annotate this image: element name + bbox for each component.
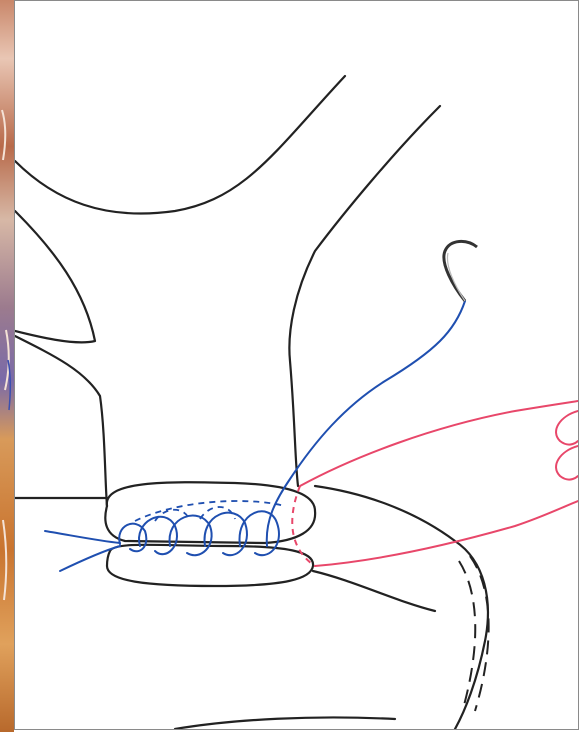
diagram-frame [14, 0, 579, 730]
red-suture-lower [315, 501, 578, 566]
red-suture-loop-2 [556, 446, 578, 480]
blue-suture-loop-2 [139, 517, 177, 554]
anastomosis-cuff-upper [105, 482, 315, 543]
vessel-outline-upper-branch [15, 76, 345, 214]
surgical-photo-texture [0, 0, 14, 732]
red-suture-loop-1 [556, 411, 578, 445]
surgical-photo-edge [0, 0, 14, 732]
vessel-outline-right-wall [289, 106, 440, 486]
vessel-outline-left-lobe-lower [15, 336, 107, 506]
anastomosis-diagram [15, 1, 578, 729]
vessel-outline-bottom [175, 717, 395, 729]
vessel-outline-large-right [315, 486, 488, 729]
blue-suture-to-needle [267, 301, 465, 546]
blue-suture-tail-lower [60, 546, 120, 571]
red-suture-upper [300, 401, 578, 486]
vessel-outline-large-right-inner [313, 571, 435, 611]
vessel-outline-left-lobe-upper [15, 211, 95, 342]
suture-needle-icon [444, 241, 477, 301]
blue-suture-tail-upper [45, 531, 120, 543]
